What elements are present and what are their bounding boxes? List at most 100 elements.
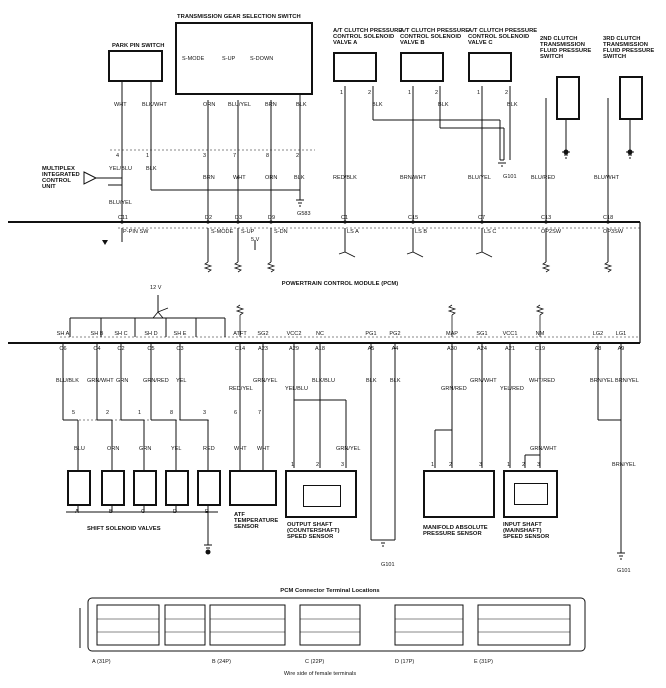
pcm-function: NC <box>315 331 325 337</box>
pcm-function: SH A <box>56 331 70 337</box>
pcm-function: LS B <box>415 229 428 235</box>
wire-color: GRN <box>139 446 152 452</box>
ground-label: G101 <box>381 562 395 568</box>
sensor-pin: 3 <box>341 462 345 468</box>
pcm-pin: D3 <box>235 215 243 221</box>
valve-letter: E <box>205 509 209 515</box>
sensor-pin: 2 <box>316 462 320 468</box>
pin-number: 2 <box>505 90 509 96</box>
pcm-pin: C14 <box>234 346 246 352</box>
wire-color: BLK <box>366 378 377 384</box>
solenoid-b-label: A/T CLUTCH PRESSURE CONTROL SOLENOID VAL… <box>400 28 470 46</box>
wire-color: BRN/WHT <box>400 175 427 181</box>
wire-color: BRN/YEL <box>590 378 614 384</box>
pin-number: 2 <box>435 90 439 96</box>
output-sensor-label: OUTPUT SHAFT (COUNTERSHAFT) SPEED SENSOR <box>287 522 340 540</box>
pcm-function: S-UP <box>241 229 255 235</box>
solenoid-valve-b <box>101 470 125 506</box>
wire-color: BLU/BLK <box>56 378 79 384</box>
pcm-function: SG2 <box>257 331 269 337</box>
pin-number: 1 <box>138 410 142 416</box>
valve-letter: A <box>75 509 79 515</box>
solenoid-valve-c <box>133 470 157 506</box>
pcm-title: POWERTRAIN CONTROL MODULE (PCM) <box>281 281 399 287</box>
pcm-pin: C13 <box>541 215 552 221</box>
wire-color: ORN <box>265 175 278 181</box>
solenoid-c-box <box>468 52 512 82</box>
connector-a-label: A (31P) <box>92 659 111 665</box>
shift-solenoid-label: SHIFT SOLENOID VALVES <box>87 526 161 532</box>
connector-b-label: B (24P) <box>212 659 231 665</box>
input-sensor-inner <box>514 483 548 505</box>
pcm-function: OP3SW <box>603 229 624 235</box>
park-pin-switch-box <box>108 50 163 82</box>
wire-color: WHT <box>234 446 247 452</box>
pin-number: 8 <box>170 410 174 416</box>
sensor-pin: 3 <box>537 462 541 468</box>
pcm-function: SG1 <box>476 331 488 337</box>
wire-color: RED/YEL <box>229 386 253 392</box>
pin-number: 1 <box>477 90 481 96</box>
pcm-pin: A24 <box>477 346 487 352</box>
wire-color: GRN/YEL <box>253 378 278 384</box>
sensor-pin: 1 <box>507 462 511 468</box>
input-sensor-label: INPUT SHAFT (MAINSHAFT) SPEED SENSOR <box>503 522 550 540</box>
clutch3-switch-label: 3RD CLUTCH TRANSMISSION FLUID PRESSURE S… <box>603 36 655 60</box>
wire-color: BLK <box>390 378 401 384</box>
wire-color: YEL/BLU <box>109 166 132 172</box>
solenoid-valve-e <box>197 470 221 506</box>
pcm-function: LG1 <box>615 331 627 337</box>
wire-color: GRN/YEL <box>336 446 361 452</box>
connector-d-label: D (17P) <box>395 659 415 665</box>
atf-sensor-label: ATF TEMPERATURE SENSOR <box>234 512 279 530</box>
ground-label: G583 <box>297 211 311 217</box>
wire-color: GRN <box>116 378 129 384</box>
connector-title: PCM Connector Terminal Locations <box>280 588 380 594</box>
connector-c-label: C (22P) <box>305 659 325 665</box>
connector-footer: Wire side of female terminals <box>283 671 357 677</box>
pcm-function: LG2 <box>592 331 604 337</box>
wire-color: WHT/RED <box>529 378 556 384</box>
wire-color: BRN <box>265 102 277 108</box>
sdown-label: S-DOWN <box>250 56 274 62</box>
sensor-pin: 2 <box>449 462 453 468</box>
gear-selection-switch-label: TRANSMISSION GEAR SELECTION SWITCH <box>177 14 301 20</box>
pcm-function: VCC1 <box>502 331 518 337</box>
pcm-pin: A29 <box>289 346 299 352</box>
pcm-function: S-DN <box>274 229 288 235</box>
solenoid-a-label: A/T CLUTCH PRESSURE CONTROL SOLENOID VAL… <box>333 28 403 46</box>
pcm-function: PG2 <box>389 331 401 337</box>
pcm-function: SH E <box>173 331 187 337</box>
sup-label: S-UP <box>222 56 236 62</box>
pin-number: 6 <box>234 410 238 416</box>
map-sensor-label: MANIFOLD ABSOLUTE PRESSURE SENSOR <box>423 525 488 537</box>
ground-label: G101 <box>503 174 517 180</box>
wire-color: GRN/WHT <box>530 446 557 452</box>
wire-color: BLK <box>372 102 383 108</box>
wire-color: YEL/BLU <box>285 386 308 392</box>
wire-color: BLK <box>294 175 305 181</box>
wire-color: BLK <box>438 102 449 108</box>
pin-number: 3 <box>203 153 207 159</box>
wire-color: GRN/RED <box>143 378 169 384</box>
pin-number: 7 <box>233 153 237 159</box>
solenoid-b-box <box>400 52 444 82</box>
pin-number: 1 <box>408 90 412 96</box>
pin-number: 4 <box>116 153 120 159</box>
pcm-pin: D2 <box>205 215 213 221</box>
wire-color: BLU/YEL <box>109 200 132 206</box>
output-sensor-inner <box>303 485 341 507</box>
pcm-function: VCC2 <box>286 331 302 337</box>
pcm-pin: C6 <box>59 346 67 352</box>
wire-color: BRN <box>203 175 215 181</box>
pcm-pin: A18 <box>315 346 325 352</box>
wire-color: BRN/YEL <box>615 378 639 384</box>
valve-letter: C <box>141 509 146 515</box>
solenoid-valve-a <box>67 470 91 506</box>
wire-color: BLU/RED <box>531 175 556 181</box>
pin-number: 1 <box>146 153 150 159</box>
pcm-function: SH B <box>90 331 104 337</box>
pcm-pin: C4 <box>93 346 101 352</box>
pin-number: 7 <box>258 410 262 416</box>
